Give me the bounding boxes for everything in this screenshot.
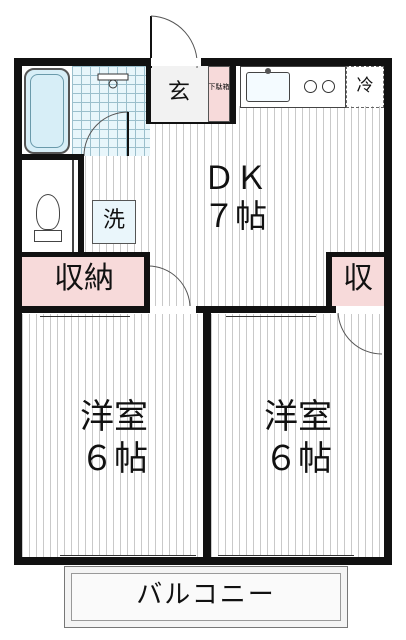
dk-door-opening [150, 306, 196, 313]
wall-storage-small-top [328, 252, 384, 257]
toilet-partition [72, 160, 74, 252]
wall-rooms-divider [203, 306, 211, 561]
western-room-left-size: ６帖 [80, 439, 148, 479]
storage-small [332, 256, 384, 306]
bath-tiles [72, 66, 150, 156]
shoe-box-label: 下駄箱 [208, 83, 230, 91]
wall-bottom [14, 557, 392, 565]
bathtub [24, 68, 70, 154]
wall-bath-bottom [22, 154, 82, 160]
toilet-tank [34, 230, 62, 242]
stove-burner-icon [304, 80, 317, 93]
storage-door-opening [336, 306, 384, 313]
kitchen-sink [246, 72, 290, 102]
wall-storage-top [22, 252, 150, 257]
western-room-left-floor [22, 314, 203, 557]
wall-bath-right [146, 66, 151, 124]
stove-burner-icon [322, 80, 335, 93]
dk-room-name: ＤＫ [202, 159, 267, 197]
western-room-right-floor [211, 314, 384, 557]
genkan-floor [150, 66, 208, 124]
bathroom-door-swing [83, 111, 129, 157]
wall-left [14, 58, 22, 565]
storage-large-label: 収納 [54, 261, 114, 296]
balcony [64, 566, 348, 628]
toilet-bowl-icon [36, 194, 60, 230]
wall-storage-small-left [326, 252, 332, 310]
wall-top [14, 58, 392, 66]
balcony-label: バルコニー [136, 580, 276, 610]
kitchen-faucet [265, 68, 271, 74]
washer-label: 洗 [102, 208, 125, 233]
wall-storage-right [144, 252, 150, 310]
western-room-right-name: 洋室 [264, 397, 332, 437]
storage-door-swing [337, 311, 383, 355]
western-room-left-name: 洋室 [80, 397, 148, 437]
wall-right [384, 58, 392, 565]
fridge-label: 冷 [356, 76, 374, 96]
entrance-door-opening [151, 58, 201, 66]
wall-wc-right [78, 154, 84, 256]
entrance-step [150, 122, 230, 124]
dk-door-swing [147, 265, 191, 309]
storage-large [22, 256, 146, 306]
washer-space [92, 200, 136, 244]
bath-faucet-icon [97, 73, 129, 89]
storage-small-label: 収 [343, 261, 373, 296]
fridge-space [346, 66, 384, 108]
wall-genkan-right [230, 66, 236, 124]
dk-room-size: ７帖 [202, 197, 267, 235]
shoe-box [208, 66, 230, 122]
western-room-right-size: ６帖 [264, 439, 332, 479]
entrance-label: 玄 [167, 80, 190, 105]
